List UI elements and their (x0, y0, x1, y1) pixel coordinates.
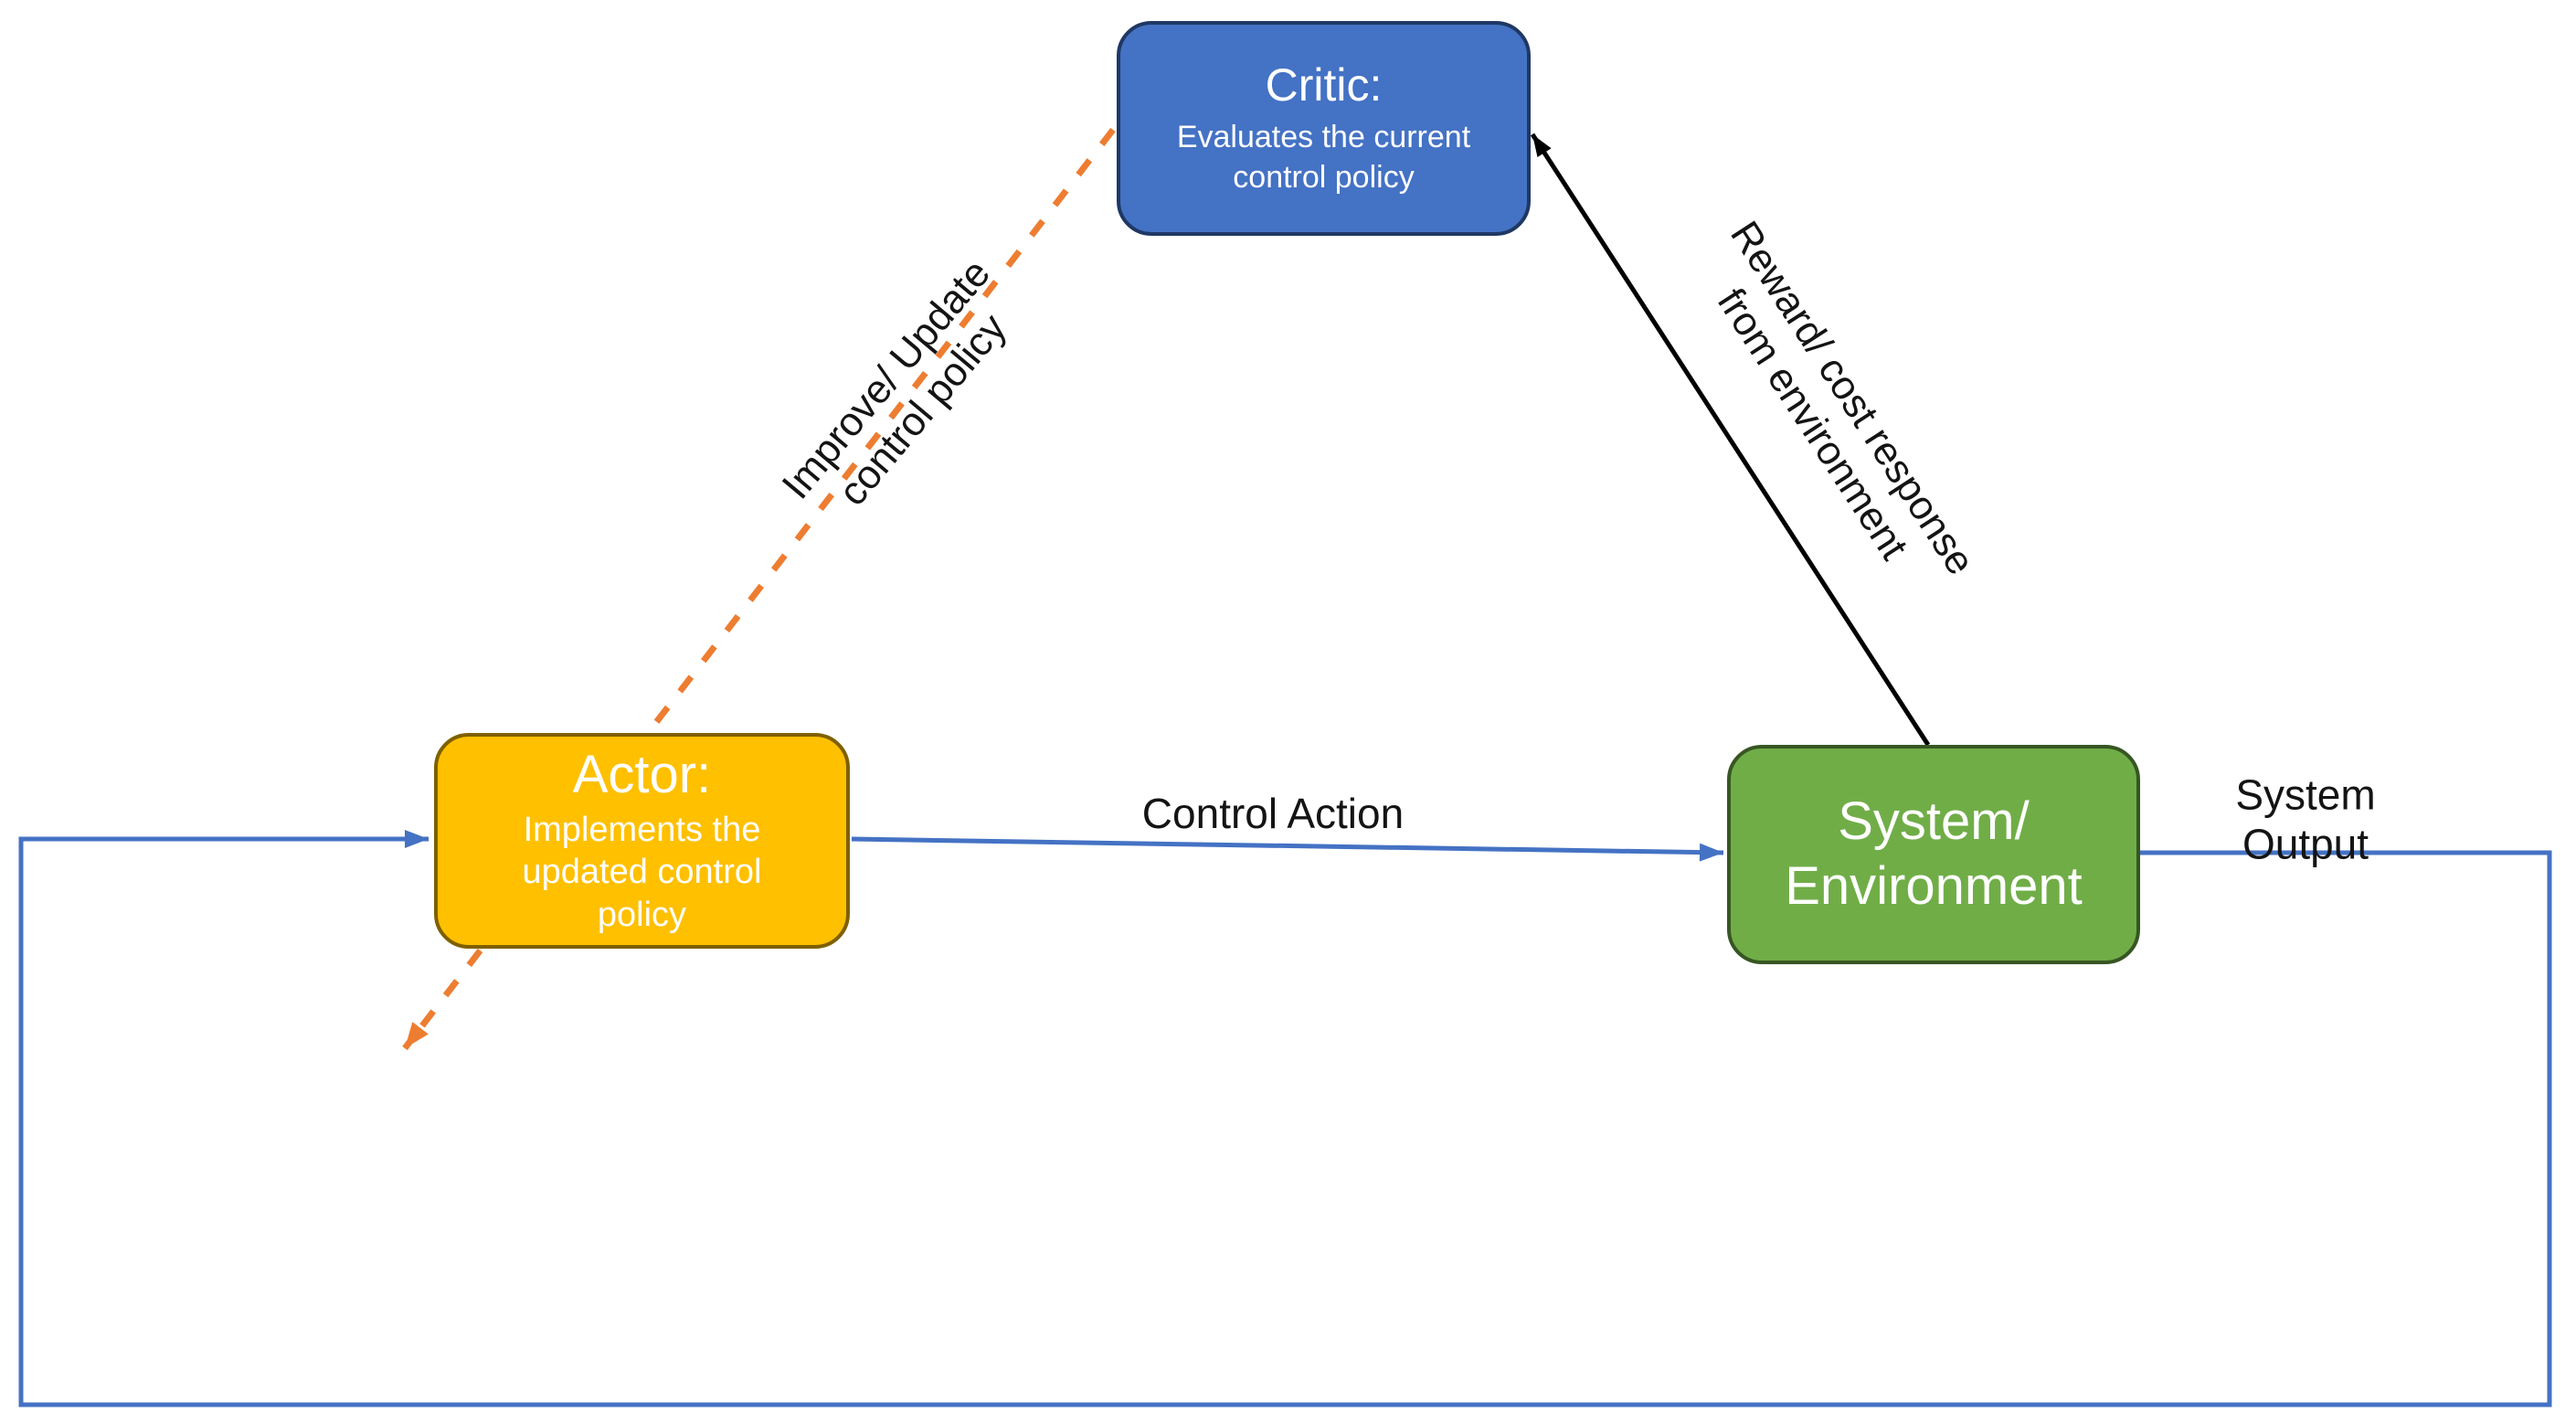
actor-node: Actor: Implements the updated control po… (434, 733, 850, 949)
critic-node: Critic: Evaluates the current control po… (1117, 21, 1531, 236)
actor-title: Actor: (572, 744, 712, 804)
critic-body: Evaluates the current control policy (1176, 119, 1471, 195)
system-environment-title: System/ Environment (1785, 791, 2083, 916)
system-environment-node: System/ Environment (1727, 745, 2140, 964)
system-output-label: System Output (2235, 770, 2376, 868)
control-action-label: Control Action (1141, 789, 1405, 837)
feedback-loop-line (18, 830, 2552, 1407)
critic-title: Critic: (1265, 58, 1383, 111)
reward-arrow (1530, 133, 1931, 747)
actor-body: Implements the updated control policy (522, 810, 762, 934)
control-action-arrow (851, 836, 1724, 862)
